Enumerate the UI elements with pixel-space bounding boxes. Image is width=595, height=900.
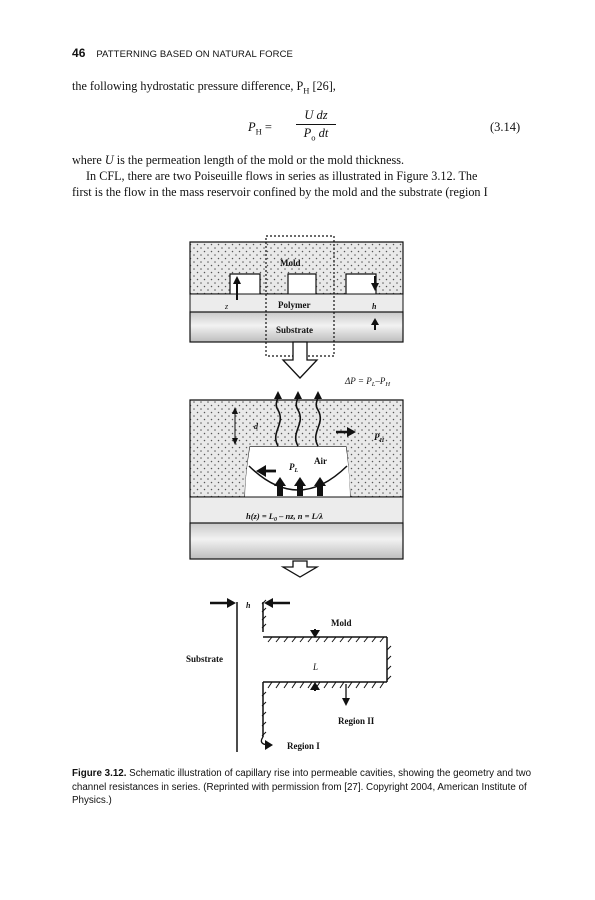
figure-caption: Figure 3.12. Schematic illustration of c… — [72, 767, 532, 808]
height-formula: h(z) = L0 – nz, n = L/λ — [246, 511, 323, 523]
z-label: z — [224, 302, 229, 311]
h-arrow-right — [264, 598, 273, 608]
paragraph-where: where U is the permeation length of the … — [72, 153, 405, 167]
pl-arrowhead — [256, 465, 266, 477]
figure-3-12: Mold Polymer Substrate z h ΔP = PL–PH — [150, 232, 450, 762]
permeation-wave-1 — [274, 395, 282, 447]
substrate-block-enlarged — [189, 522, 404, 560]
pl-label: PL — [289, 462, 299, 474]
equation-denominator: Po dt — [303, 126, 329, 143]
ph-arrowhead — [347, 427, 356, 437]
rise-arrowhead-left — [233, 276, 241, 284]
h-arrowhead-top — [371, 318, 379, 325]
running-header: 46 PATTERNING BASED ON NATURAL FORCE — [72, 46, 293, 60]
fall-arrowhead-right — [371, 283, 379, 291]
h-label-top: h — [372, 302, 377, 311]
top-panel: Mold Polymer Substrate z h — [189, 235, 404, 357]
permeation-wave-3-head — [314, 391, 322, 399]
paragraph-cfl: In CFL, there are two Poiseuille flows i… — [72, 169, 488, 199]
rise-arrow-3 — [314, 477, 326, 486]
region-ii-label: Region II — [338, 716, 375, 726]
bottom-panel: h Mold Substrate L Region II Region I — [186, 598, 392, 752]
rise-arrow-2 — [294, 477, 306, 486]
permeation-wave-3 — [314, 395, 322, 447]
channel-arrow-down — [310, 630, 320, 638]
fraction-bar — [296, 124, 336, 125]
equation-numerator: U dz — [304, 108, 328, 122]
equation-fraction: U dz Po dt — [296, 108, 336, 143]
polymer-layer-enlarged — [189, 496, 404, 524]
h-label-bottom: h — [246, 601, 251, 610]
rise-arrow-1 — [274, 477, 286, 486]
mold-label: Mold — [280, 258, 301, 268]
region-i-label: Region I — [287, 741, 320, 751]
running-title: PATTERNING BASED ON NATURAL FORCE — [96, 49, 293, 60]
permeation-wave-1-head — [274, 391, 282, 399]
permeation-wave-2 — [294, 395, 302, 447]
pressure-difference-note: ΔP = PL–PH — [344, 376, 390, 388]
l-label: L — [312, 662, 318, 672]
air-label: Air — [314, 456, 327, 466]
caption-label: Figure 3.12. — [72, 768, 127, 779]
equation-number: (3.14) — [490, 120, 521, 134]
figure-diagram: Mold Polymer Substrate z h ΔP = PL–PH — [186, 235, 404, 752]
substrate-label-bottom: Substrate — [186, 654, 223, 664]
h-arrow-left — [227, 598, 236, 608]
substrate-label: Substrate — [276, 325, 313, 335]
mold-block — [189, 241, 404, 295]
mold-label-bottom: Mold — [331, 618, 352, 628]
polymer-label: Polymer — [278, 300, 310, 310]
equation-lhs: PH = — [248, 120, 272, 137]
ph-label: PH — [374, 432, 385, 444]
paragraph-intro: the following hydrostatic pressure diffe… — [72, 79, 336, 96]
down-arrow-1 — [281, 341, 319, 379]
channel-arrow-up — [310, 682, 320, 690]
mold-hatching — [261, 599, 392, 737]
caption-text: Schematic illustration of capillary rise… — [72, 768, 532, 806]
d-label: d — [254, 422, 259, 431]
permeation-wave-2-head — [294, 391, 302, 399]
page-number: 46 — [72, 46, 86, 60]
middle-panel: d Air PL PH h(z) = L0 – nz, n = L/λ — [189, 391, 404, 560]
down-arrow-2 — [280, 560, 320, 578]
